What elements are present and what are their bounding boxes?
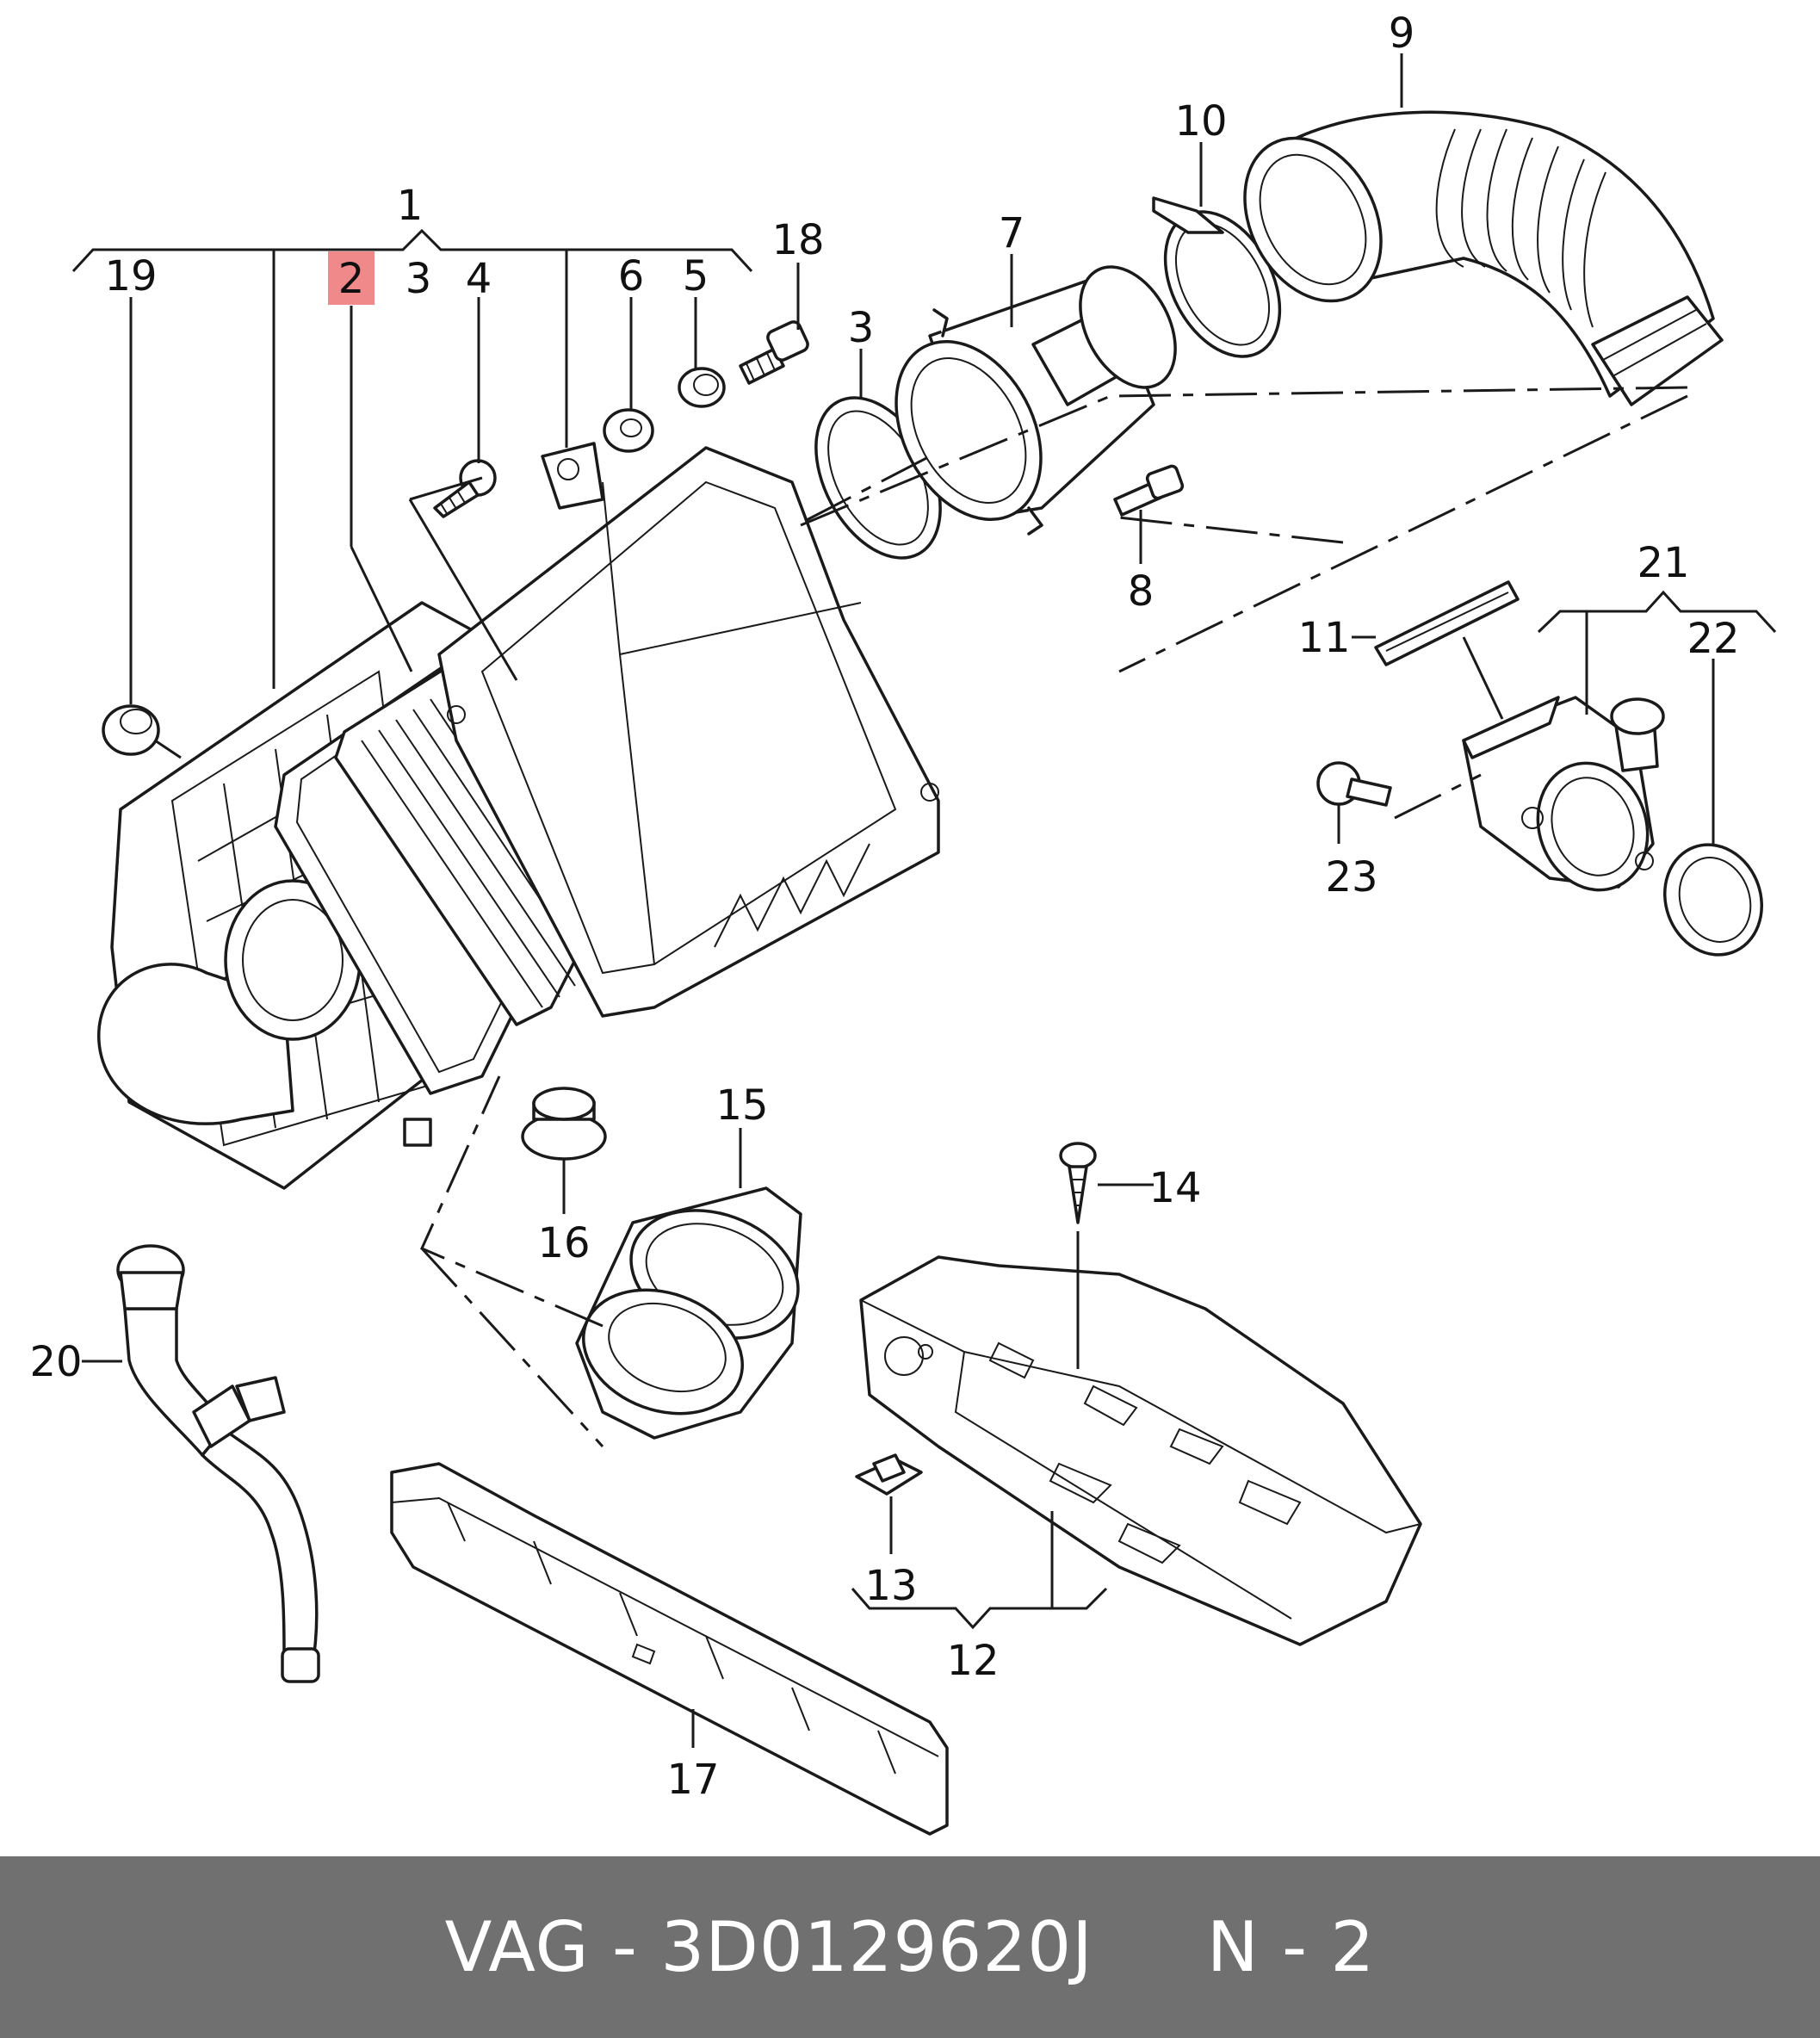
bolt-23 <box>1316 761 1392 807</box>
callout-1: 1 <box>397 182 424 230</box>
intake-hose <box>1243 110 1724 406</box>
callout-8: 8 <box>1128 567 1155 616</box>
callout-23: 23 <box>1325 853 1377 901</box>
callout-21: 21 <box>1637 539 1689 587</box>
air-filter-housing <box>97 442 940 1190</box>
callout-18: 18 <box>771 216 824 264</box>
callout-3-upper-left: 3 <box>405 255 432 303</box>
callout-2: 2 <box>338 255 365 303</box>
callout-5: 5 <box>683 252 709 300</box>
callout-14: 14 <box>1148 1164 1201 1212</box>
callout-20: 20 <box>29 1338 82 1386</box>
connection-lines <box>408 386 1688 1448</box>
callout-highlight <box>328 251 375 305</box>
rubber-mount-16 <box>521 1087 607 1161</box>
screw-14 <box>1059 1142 1097 1224</box>
part-number-footer: VAG - 3D0129620J N - 2 <box>0 1856 1820 2038</box>
part-number-text: VAG - 3D0129620J N - 2 <box>444 1907 1376 1987</box>
hose-clamp <box>1152 196 1282 358</box>
leader-lines <box>71 53 1777 1748</box>
callout-3-upper-right: 3 <box>848 304 875 352</box>
grommet-6 <box>603 408 654 453</box>
callout-15: 15 <box>715 1081 768 1130</box>
seal-ring-22 <box>1662 843 1764 957</box>
callout-11: 11 <box>1297 614 1350 662</box>
callout-6: 6 <box>618 252 645 300</box>
callout-12: 12 <box>946 1637 999 1685</box>
deflector-17 <box>390 1462 949 1836</box>
callout-10: 10 <box>1174 97 1227 146</box>
exploded-parts-diagram: 1 2 3 4 6 5 18 3 7 10 9 19 8 21 11 22 23… <box>29 9 1777 1836</box>
callout-13: 13 <box>864 1562 917 1610</box>
callout-9: 9 <box>1389 9 1415 58</box>
callout-7: 7 <box>999 209 1025 257</box>
air-mass-meter <box>895 265 1177 536</box>
bushing-5 <box>678 367 726 408</box>
callout-16: 16 <box>537 1219 590 1267</box>
grommet-19 <box>102 704 160 756</box>
adapter-21 <box>1462 696 1665 892</box>
seal-strip-11 <box>1374 580 1520 666</box>
callout-17: 17 <box>666 1756 719 1804</box>
clip-nut-13 <box>855 1453 923 1496</box>
bolt-8 <box>1113 464 1185 517</box>
air-guide-12 <box>859 1255 1422 1646</box>
intake-duct-15 <box>575 1186 802 1440</box>
callout-labels: 1 2 3 4 6 5 18 3 7 10 9 19 8 21 11 22 23… <box>29 9 1739 1804</box>
callout-19: 19 <box>104 252 157 300</box>
breather-hose-20 <box>116 1244 320 1683</box>
bolt-18 <box>739 320 809 385</box>
callout-4: 4 <box>466 255 492 303</box>
callout-22: 22 <box>1687 615 1739 663</box>
